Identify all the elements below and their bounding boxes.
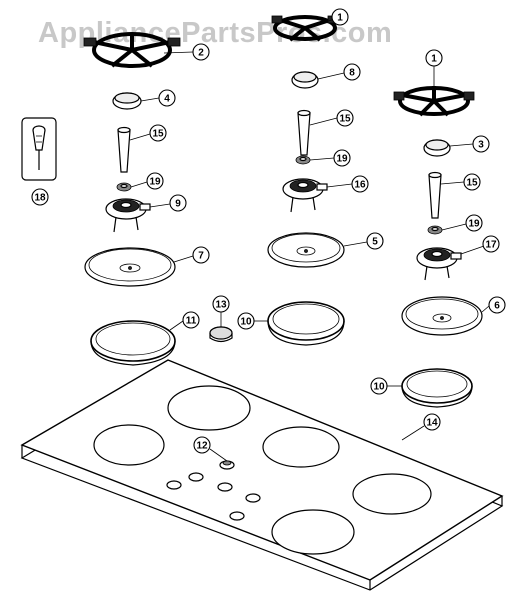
callout-6: 6 (488, 296, 506, 314)
callout-12: 12 (193, 436, 211, 454)
orifice-ring-right (427, 225, 443, 235)
grate-middle (271, 15, 339, 42)
burner-cap-3 (423, 139, 451, 157)
svg-text:1: 1 (337, 13, 343, 24)
svg-text:3: 3 (478, 140, 484, 151)
svg-text:18: 18 (34, 193, 46, 204)
svg-text:6: 6 (494, 301, 500, 312)
venturi-tube-right (428, 171, 442, 219)
svg-text:15: 15 (466, 178, 478, 189)
callout-3: 3 (472, 135, 490, 153)
trim-ring-11 (90, 320, 176, 366)
svg-text:14: 14 (426, 418, 438, 429)
callout-2: 2 (192, 43, 210, 61)
callout-5: 5 (366, 232, 384, 250)
burner-cap-8 (291, 71, 319, 89)
burner-base-16 (282, 178, 328, 213)
svg-text:5: 5 (372, 237, 378, 248)
venturi-tube-left (117, 126, 131, 173)
spark-igniter-18 (21, 117, 57, 181)
drip-pan-5 (267, 232, 345, 268)
svg-text:16: 16 (354, 180, 366, 191)
callout-1b: 1 (425, 49, 443, 67)
orifice-ring-left (116, 182, 132, 192)
svg-text:19: 19 (149, 177, 161, 188)
callout-10b: 10 (370, 377, 388, 395)
drip-pan-6 (401, 296, 483, 336)
svg-text:12: 12 (196, 441, 208, 452)
callout-9: 9 (169, 194, 187, 212)
callout-16: 16 (351, 175, 369, 193)
burner-cap-4 (112, 92, 142, 110)
callout-15c: 15 (463, 173, 481, 191)
svg-text:7: 7 (198, 251, 204, 262)
callout-19b: 19 (333, 149, 351, 167)
svg-text:15: 15 (339, 114, 351, 125)
venturi-tube-middle (297, 109, 311, 156)
grate-right (393, 86, 475, 117)
callout-14: 14 (423, 413, 441, 431)
callout-11: 11 (182, 311, 200, 329)
svg-text:1: 1 (431, 54, 437, 65)
svg-text:17: 17 (485, 240, 497, 251)
grate-left (83, 32, 181, 68)
svg-text:11: 11 (186, 316, 197, 327)
knob-cap-13 (209, 326, 233, 343)
callout-7: 7 (192, 246, 210, 264)
svg-text:8: 8 (349, 68, 355, 79)
callout-1a: 1 (331, 8, 349, 26)
callout-8: 8 (343, 63, 361, 81)
svg-text:4: 4 (164, 94, 170, 105)
svg-text:19: 19 (336, 154, 348, 165)
svg-text:10: 10 (373, 382, 385, 393)
callout-15b: 15 (336, 109, 354, 127)
cooktop-top-14 (20, 359, 504, 591)
callout-15a: 15 (149, 124, 167, 142)
trim-ring-10-middle (267, 301, 345, 346)
svg-text:10: 10 (240, 317, 252, 328)
svg-text:19: 19 (468, 219, 480, 230)
burner-base-9 (105, 198, 151, 233)
drip-pan-7 (84, 247, 176, 287)
callout-4: 4 (158, 89, 176, 107)
callout-13: 13 (212, 295, 230, 313)
callout-17: 17 (482, 235, 500, 253)
svg-text:15: 15 (152, 129, 164, 140)
svg-text:9: 9 (175, 199, 181, 210)
callout-19a: 19 (146, 172, 164, 190)
leader-lines (129, 18, 490, 462)
callout-10a: 10 (237, 312, 255, 330)
callout-18: 18 (31, 188, 49, 206)
trim-ring-10-right (401, 368, 473, 408)
orifice-ring-middle (295, 155, 311, 165)
burner-base-17 (416, 247, 462, 281)
svg-text:2: 2 (198, 48, 204, 59)
svg-text:13: 13 (215, 300, 227, 311)
callout-19c: 19 (465, 214, 483, 232)
